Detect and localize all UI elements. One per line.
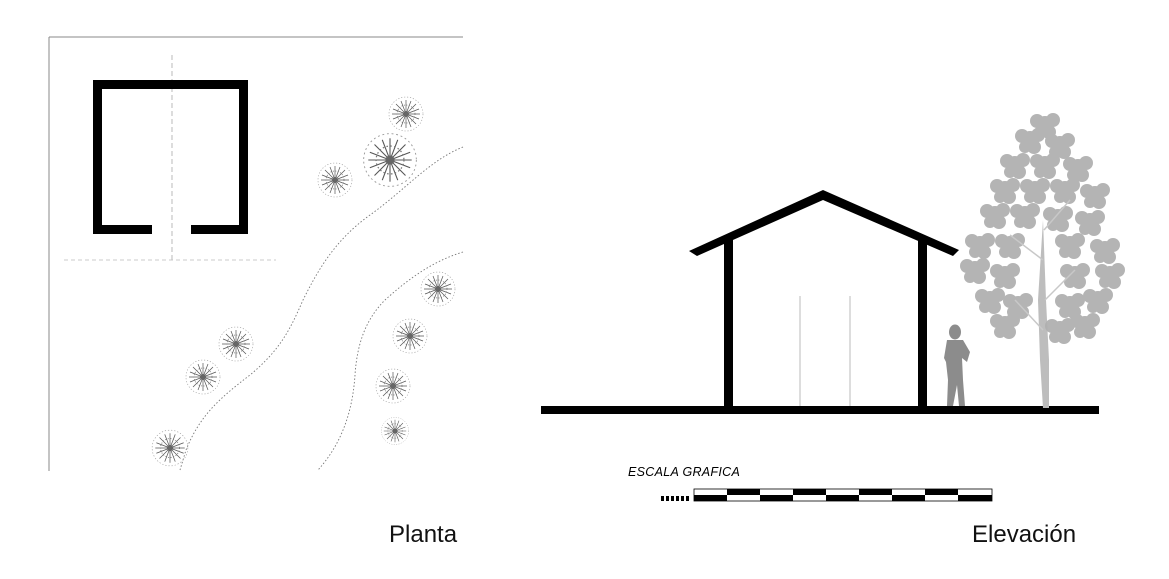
elevation-door (799, 296, 851, 406)
scale-label: ESCALA GRAFICA (628, 465, 741, 479)
plan-path-upper (179, 146, 464, 471)
person-silhouette (944, 324, 970, 406)
graphic-scale-bar (661, 488, 993, 502)
elevation-wall-right (918, 240, 927, 408)
plan-title: Planta (389, 521, 458, 548)
elevation-tree (960, 113, 1125, 408)
elevation-title: Elevación (972, 521, 1077, 548)
plan-shrubs (151, 96, 456, 467)
plan-view (48, 36, 464, 471)
plan-path-lower (317, 251, 464, 471)
elevation-view (541, 113, 1125, 502)
ground-line (541, 406, 1099, 414)
plan-building-walls (93, 80, 248, 234)
elevation-wall-left (724, 240, 733, 408)
